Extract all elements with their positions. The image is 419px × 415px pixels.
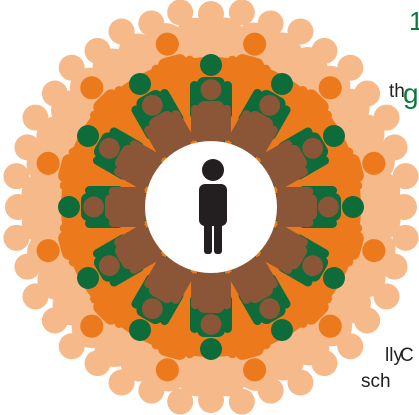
center-leg-left	[204, 220, 212, 254]
heading-fragment-letter: g	[403, 80, 419, 108]
heading-fragment-digit: 1	[409, 8, 419, 34]
text-fragment-bottom-right: sch	[361, 372, 391, 391]
text-fragment-left-upper: th	[389, 82, 405, 101]
center-head	[202, 159, 224, 181]
center-torso	[199, 184, 227, 226]
center-leg-right	[214, 220, 222, 254]
text-fragment-right-lower: C	[400, 346, 414, 365]
